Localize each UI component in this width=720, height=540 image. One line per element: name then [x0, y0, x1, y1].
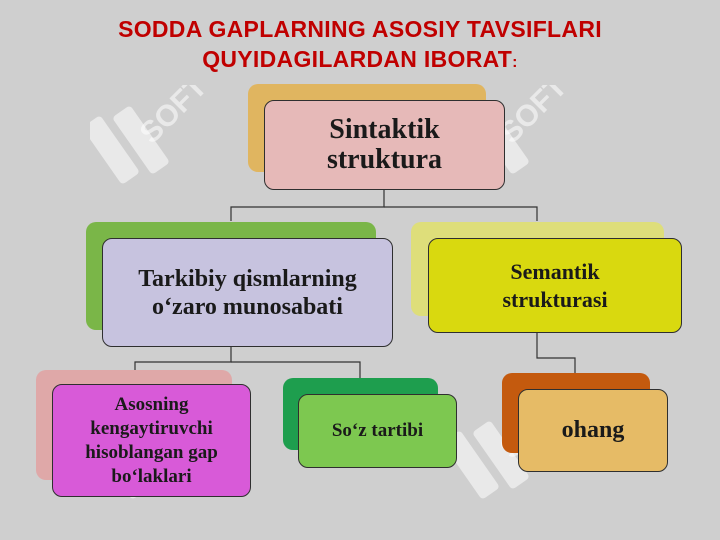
left-label-line-1: Tarkibiy qismlarning	[138, 265, 357, 292]
leaf3-node: ohang	[518, 389, 668, 472]
root-label-line-1: Sintaktik	[329, 114, 440, 145]
left-label-line-2: o‘zaro munosabati	[152, 293, 343, 320]
leaf1-label-line-3: hisoblangan gap	[85, 441, 218, 463]
right-label-line-2: strukturasi	[502, 286, 608, 312]
title-line-1: SODDA GAPLARNING ASOSIY TAVSIFLARI	[118, 16, 602, 42]
leaf1-label-line-1: Asosning	[114, 393, 189, 415]
root-node: Sintaktik struktura	[264, 100, 505, 190]
leaf1-node: Asosning kengaytiruvchi hisoblangan gap …	[52, 384, 251, 497]
leaf3-label: ohang	[561, 417, 625, 443]
leaf1-label-line-4: bo‘laklari	[111, 465, 192, 487]
leaf2-node: So‘z tartibi	[298, 394, 457, 468]
right-label-line-1: Semantik	[510, 258, 600, 284]
leaf2-label: So‘z tartibi	[331, 420, 424, 441]
left-node: Tarkibiy qismlarning o‘zaro munosabati	[102, 238, 393, 347]
title-line-2: QUYIDAGILARDAN IBORAT:	[202, 46, 518, 72]
leaf1-label-line-2: kengaytiruvchi	[90, 417, 213, 439]
root-label-line-2: struktura	[326, 144, 443, 175]
right-node: Semantik strukturasi	[428, 238, 682, 333]
slide-title: SODDA GAPLARNING ASOSIY TAVSIFLARI QUYID…	[0, 14, 720, 78]
